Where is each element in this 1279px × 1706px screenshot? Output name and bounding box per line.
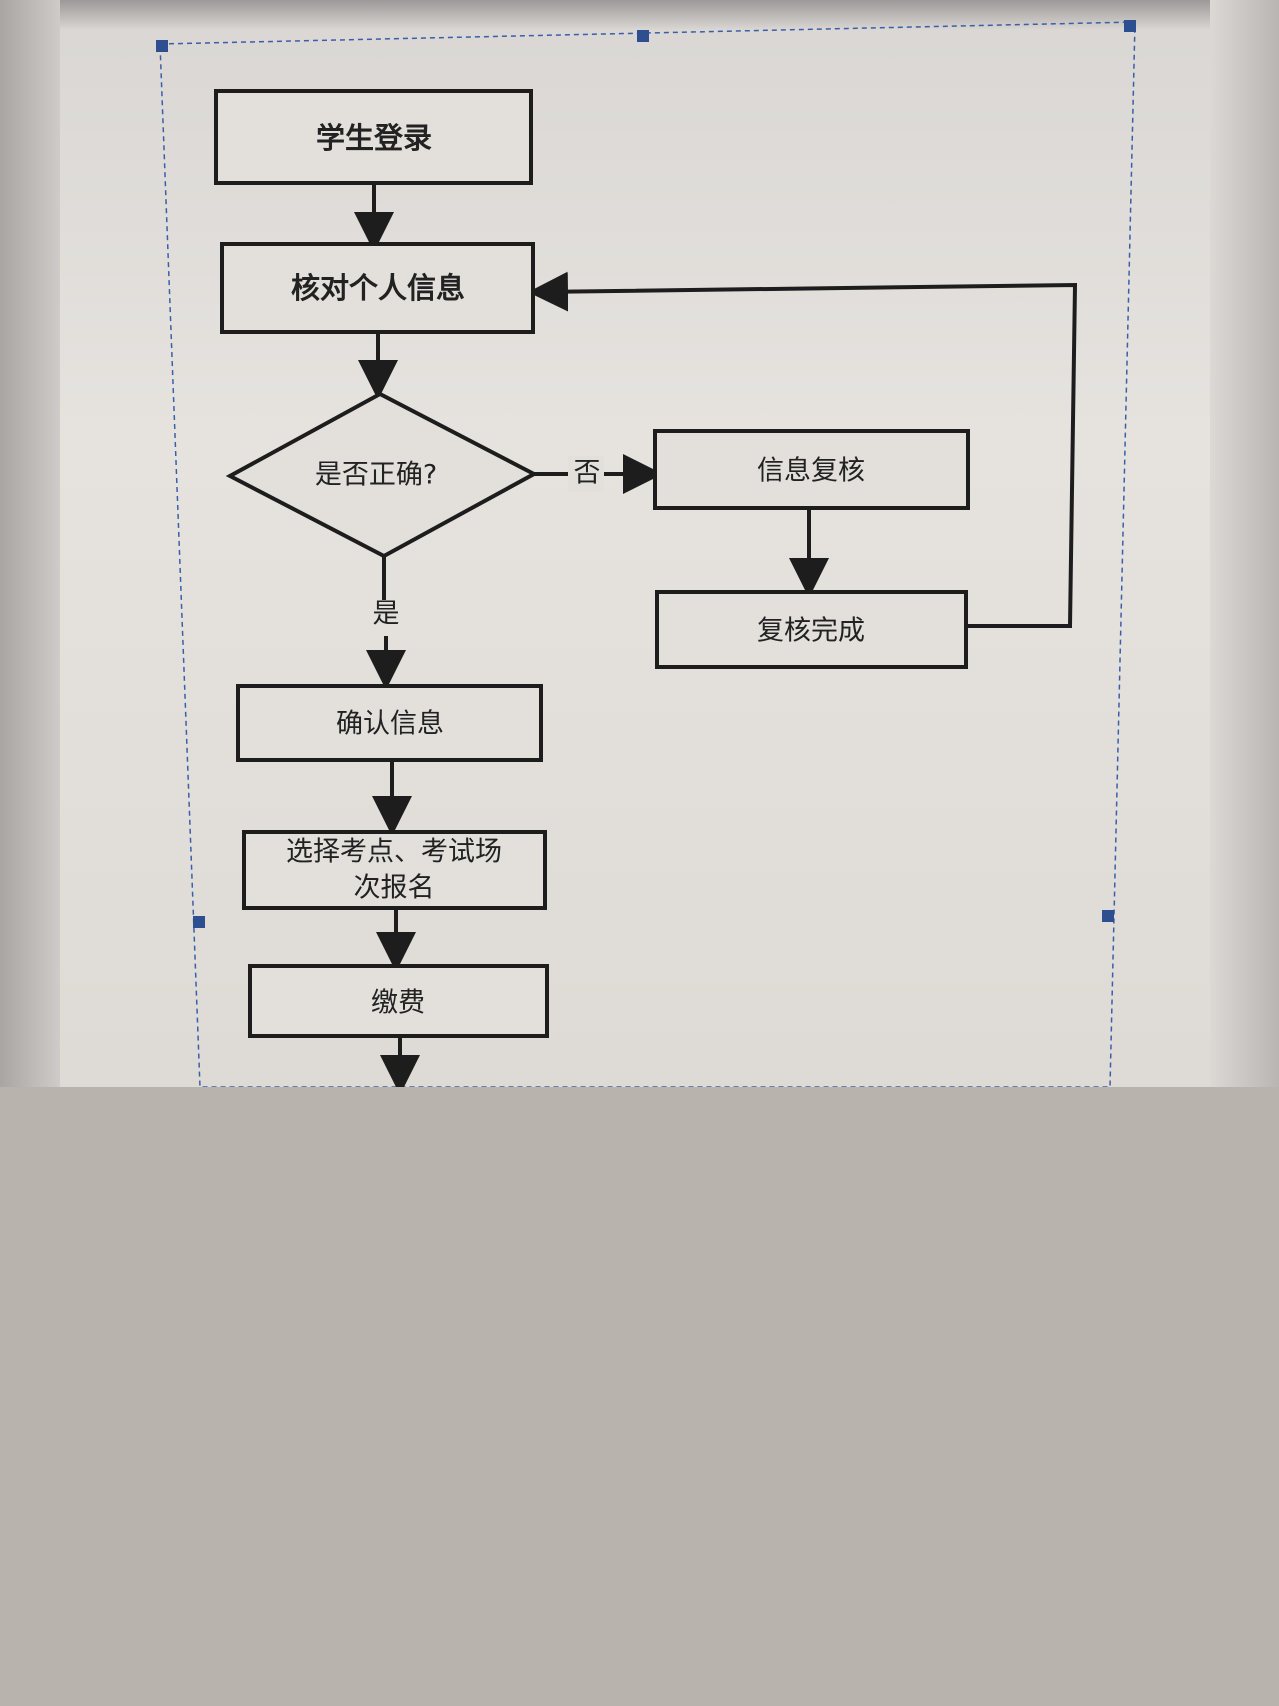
selection-handle-middle-left[interactable]: [193, 916, 205, 928]
node-recheck-done: [655, 590, 968, 669]
node-select-exam-label-line2: 次报名: [354, 873, 435, 904]
edge-label-no: 否: [574, 458, 601, 489]
node-payment: [248, 964, 549, 1038]
selection-handle-middle-right[interactable]: [1102, 910, 1114, 922]
node-verify-info-label: 核对个人信息: [291, 271, 465, 305]
edge-label-no-bg: [568, 456, 604, 492]
edge-done-loop-to-verify: [528, 271, 1078, 628]
node-confirm-info: [236, 684, 543, 762]
flowchart: 学生登录 核对个人信息 是否正确? 信息复核 复核完成 确认信息 选择考点、考试…: [156, 20, 1136, 1087]
node-confirm-info-label: 确认信息: [336, 709, 444, 740]
node-info-recheck: [653, 429, 970, 510]
blank-bottom-area: [0, 1087, 1279, 1706]
node-decision-correct: [225, 391, 539, 559]
selection-handle-top-left[interactable]: [156, 40, 168, 52]
selection-handle-top-middle[interactable]: [637, 30, 649, 42]
screen-left-shadow: [0, 0, 60, 1087]
screen-top-shadow: [0, 0, 1279, 30]
screen-area: [0, 0, 1279, 1087]
selection-frame[interactable]: [159, 21, 1136, 1087]
node-recheck-done-label: 复核完成: [757, 616, 865, 647]
edge-label-yes: 是: [373, 599, 400, 630]
node-verify-info: [220, 242, 535, 334]
node-select-exam-label-line1: 选择考点、考试场: [286, 837, 502, 868]
node-select-exam: [242, 830, 547, 910]
node-student-login: [214, 89, 533, 185]
node-payment-label: 缴费: [371, 988, 425, 1019]
node-decision-correct-label: 是否正确?: [315, 460, 437, 491]
screen-right-shadow: [1210, 0, 1279, 1087]
selection-handle-top-right[interactable]: [1124, 20, 1136, 32]
node-student-login-label: 学生登录: [316, 121, 432, 155]
node-info-recheck-label: 信息复核: [757, 456, 865, 487]
